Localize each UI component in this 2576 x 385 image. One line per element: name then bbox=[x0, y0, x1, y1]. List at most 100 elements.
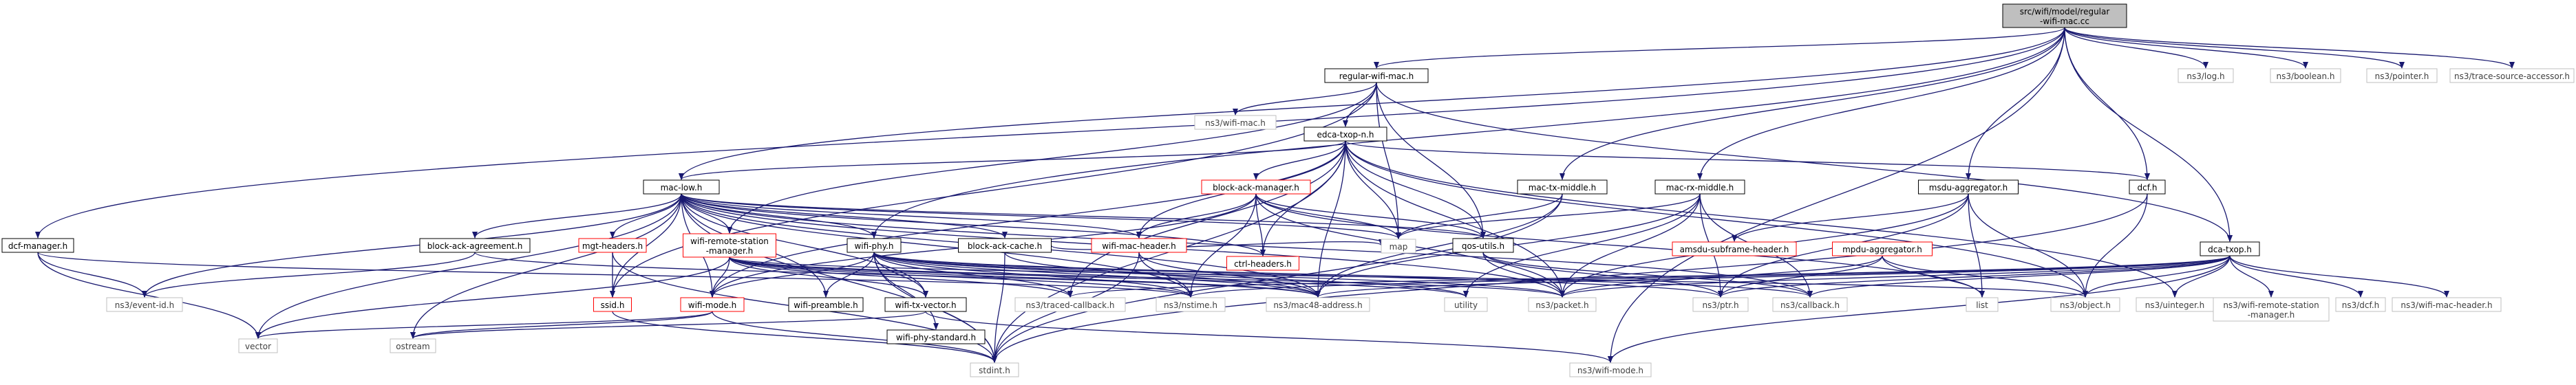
edge-root-to-mac_low_h bbox=[679, 27, 2065, 180]
node-label: ns3/wifi-remote-station bbox=[2223, 300, 2319, 310]
edge-mac_low_h-to-ssid_h bbox=[610, 193, 682, 298]
node-ns3-wifi-remote-station-manager-h: ns3/wifi-remote-station-manager.h bbox=[2213, 297, 2330, 322]
edge-dca_txop_h-to-ns3_callback_h bbox=[1807, 255, 2231, 298]
node-box bbox=[2050, 297, 2120, 312]
node-mac-tx-middle-h[interactable]: mac-tx-middle.h bbox=[1517, 179, 1608, 195]
node-dca-txop-h[interactable]: dca-txop.h bbox=[2200, 241, 2260, 256]
node-label: wifi-phy-standard.h bbox=[896, 333, 976, 342]
edge-dca_txop_h-to-ns3_ptr_h bbox=[1718, 255, 2231, 298]
edge-edca_txop_n_h-to-ns3_packet_h bbox=[1345, 140, 1565, 298]
node-block-ack-agreement-h[interactable]: block-ack-agreement.h bbox=[419, 238, 531, 253]
node-box bbox=[958, 238, 1052, 253]
node-mac-low-h[interactable]: mac-low.h bbox=[643, 179, 720, 195]
node-box bbox=[1966, 297, 1999, 312]
node-mac-rx-middle-h[interactable]: mac-rx-middle.h bbox=[1654, 179, 1745, 195]
node-box bbox=[970, 362, 1019, 377]
node-edca-txop-n-h[interactable]: edca-txop-n.h bbox=[1303, 126, 1387, 142]
edge-msdu_aggregator_h-to-amsdu_subframe_header_h bbox=[1732, 193, 1969, 242]
node-box bbox=[2178, 68, 2234, 83]
node-wifi-phy-h[interactable]: wifi-phy.h bbox=[847, 238, 902, 253]
node-box bbox=[2200, 241, 2260, 256]
node-label: ns3/wifi-mac-header.h bbox=[2401, 300, 2492, 310]
edge-root-to-ns3_boolean_h bbox=[2064, 27, 2308, 69]
node-label: msdu-aggregator.h bbox=[1929, 183, 2008, 192]
node-box bbox=[1303, 126, 1387, 142]
edges-layer bbox=[35, 27, 2515, 363]
node-wifi-preamble-h[interactable]: wifi-preamble.h bbox=[788, 297, 864, 312]
node-label: dca-txop.h bbox=[2208, 245, 2252, 254]
node-box bbox=[238, 338, 278, 353]
edge-qos_utils_h-to-ns3_callback_h bbox=[1482, 252, 1813, 298]
edge-wifi_phy_h-to-ns3_nstime_h bbox=[873, 252, 1193, 298]
edge-qos_utils_h-to-ns3_ptr_h bbox=[1482, 252, 1723, 298]
edge-wifi_mode_h-to-stdint_h bbox=[712, 311, 997, 363]
node-amsdu-subframe-header-h[interactable]: amsdu-subframe-header.h bbox=[1672, 241, 1797, 256]
node-label: mac-rx-middle.h bbox=[1666, 183, 1734, 192]
node-box bbox=[1654, 179, 1745, 195]
node-label: mgt-headers.h bbox=[582, 241, 643, 251]
node-wifi-mode-h[interactable]: wifi-mode.h bbox=[680, 297, 745, 312]
node-ssid-h[interactable]: ssid.h bbox=[593, 297, 632, 312]
node-box bbox=[2449, 68, 2575, 83]
node-wifi-phy-standard-h[interactable]: wifi-phy-standard.h bbox=[886, 329, 986, 344]
node-label: block-ack-agreement.h bbox=[427, 241, 523, 251]
node-label: ns3/callback.h bbox=[1780, 300, 1840, 310]
node-label: ns3/wifi-mode.h bbox=[1577, 366, 1643, 375]
node-label: ns3/nstime.h bbox=[1164, 300, 1217, 310]
node-mgt-headers-h[interactable]: mgt-headers.h bbox=[578, 238, 647, 253]
node-box bbox=[390, 338, 436, 353]
node-box bbox=[1156, 297, 1226, 312]
edge-dca_txop_h-to-ns3_wifi_remote_station_manager_h bbox=[2229, 255, 2274, 298]
node-dcf-manager-h[interactable]: dcf-manager.h bbox=[1, 238, 74, 253]
node-ns3-trace-source-accessor-h: ns3/trace-source-accessor.h bbox=[2449, 68, 2575, 83]
node-box bbox=[643, 179, 720, 195]
node-label: ns3/trace-source-accessor.h bbox=[2454, 72, 2570, 81]
node-box bbox=[683, 233, 776, 258]
node-wifi-mac-header-h[interactable]: wifi-mac-header.h bbox=[1091, 238, 1187, 253]
edge-wifi_mac_header_h-to-ns3_nstime_h bbox=[1138, 252, 1193, 298]
node-msdu-aggregator-h[interactable]: msdu-aggregator.h bbox=[1918, 179, 2019, 195]
edge-block_ack_cache_h-to-map bbox=[1050, 239, 1384, 250]
node-box bbox=[1772, 297, 1848, 312]
node-dcf-h[interactable]: dcf.h bbox=[2129, 179, 2166, 195]
node-label: list bbox=[1976, 300, 1988, 310]
node-wifi-remote-station-manager-h[interactable]: wifi-remote-station-manager.h bbox=[683, 233, 776, 258]
node-wifi-tx-vector-h[interactable]: wifi-tx-vector.h bbox=[884, 297, 967, 312]
edge-wifi_tx_vector_h-to-ostream bbox=[410, 311, 926, 339]
node-box bbox=[1226, 256, 1299, 271]
edge-root-to-dcf_manager_h bbox=[35, 27, 2065, 239]
node-label: map bbox=[1390, 242, 1408, 252]
node-qos-utils-h[interactable]: qos-utils.h bbox=[1452, 238, 1514, 253]
node-list: list bbox=[1966, 297, 1999, 312]
node-mpdu-aggregator-h[interactable]: mpdu-aggregator.h bbox=[1832, 241, 1933, 256]
node-label: vector bbox=[245, 342, 271, 351]
node-box bbox=[1692, 297, 1749, 312]
node-label: ctrl-headers.h bbox=[1234, 259, 1292, 269]
node-box bbox=[1266, 297, 1370, 312]
node-regular-wifi-mac-h[interactable]: regular-wifi-mac.h bbox=[1324, 68, 1429, 83]
node-block-ack-manager-h[interactable]: block-ack-manager.h bbox=[1201, 179, 1311, 195]
node-label: block-ack-cache.h bbox=[968, 241, 1042, 251]
node-map: map bbox=[1381, 239, 1416, 254]
node-ctrl-headers-h[interactable]: ctrl-headers.h bbox=[1226, 256, 1299, 271]
node-label: amsdu-subframe-header.h bbox=[1680, 245, 1789, 254]
node-box bbox=[886, 329, 986, 344]
edge-mac_low_h-to-wifi_mac_header_h bbox=[681, 193, 1142, 239]
edge-dca_txop_h-to-ns3_mac48_address_h bbox=[1315, 255, 2231, 298]
edge-dcf_manager_h-to-vector bbox=[37, 252, 261, 339]
edge-dca_txop_h-to-ns3_uinteger_h bbox=[2172, 255, 2231, 298]
node-block-ack-cache-h[interactable]: block-ack-cache.h bbox=[958, 238, 1052, 253]
node-box bbox=[1014, 297, 1126, 312]
edge-dca_txop_h-to-ns3_packet_h bbox=[1560, 255, 2231, 298]
edge-edca_txop_n_h-to-map bbox=[1345, 140, 1401, 239]
edge-dca_txop_h-to-ns3_wifi_mac_header_h bbox=[2229, 255, 2449, 298]
node-ostream: ostream bbox=[390, 338, 436, 353]
edge-dca_txop_h-to-ns3_dcf_h bbox=[2229, 255, 2363, 298]
edge-block_ack_cache_h-to-stdint_h bbox=[992, 252, 1005, 363]
node-label: ns3/packet.h bbox=[1535, 300, 1588, 310]
edge-wifi_phy_h-to-ns3_packet_h bbox=[873, 252, 1565, 298]
edge-root-to-mac_rx_middle_h bbox=[1697, 27, 2065, 180]
node-root[interactable]: src/wifi/model/regular-wifi-mac.cc bbox=[2002, 3, 2127, 28]
node-label: -wifi-mac.cc bbox=[2040, 16, 2089, 26]
edge-mac_low_h-to-ns3_event_id_h bbox=[142, 193, 682, 298]
